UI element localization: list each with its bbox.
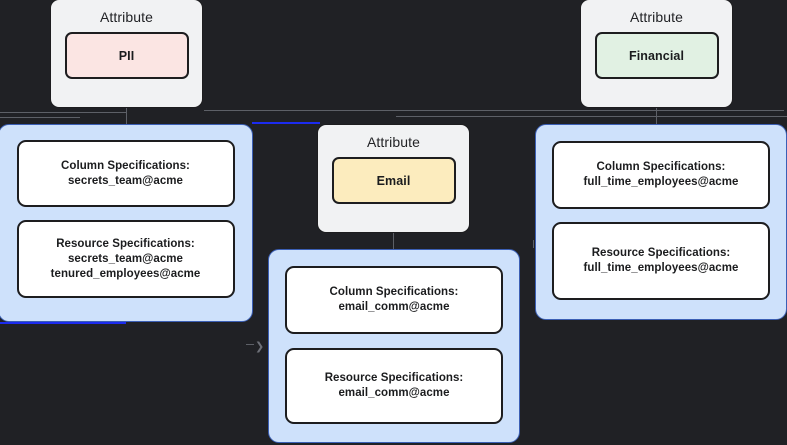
attribute-group-title: Attribute <box>99 9 154 25</box>
spec-panel-pii[interactable]: Column Specifications: secrets_team@acme… <box>0 124 253 322</box>
attribute-chip-email[interactable]: Email <box>331 157 456 204</box>
spec-panel-financial[interactable]: Column Specifications: full_time_employe… <box>535 124 787 320</box>
card-value: secrets_team@acme <box>67 174 183 187</box>
edge-top-rail-mid <box>204 110 784 111</box>
card-value: full_time_employees@acme <box>583 176 739 188</box>
card-heading: Column Specifications: <box>61 159 190 172</box>
card-value: full_time_employees@acme <box>583 262 739 274</box>
card-resource-specifications-email[interactable]: Resource Specifications: email_comm@acme <box>285 348 503 424</box>
card-heading: Resource Specifications: <box>324 372 464 384</box>
card-column-specifications-email[interactable]: Column Specifications: email_comm@acme <box>285 266 503 334</box>
card-column-specifications-financial[interactable]: Column Specifications: full_time_employe… <box>552 141 770 209</box>
highlighted-edge-bottom <box>0 322 126 324</box>
card-resource-specifications-pii[interactable]: Resource Specifications: secrets_team@ac… <box>16 220 235 298</box>
attribute-chip-label: PII <box>118 48 135 63</box>
edge-left-rail-lower <box>0 117 80 118</box>
edge-email-to-specs <box>393 232 394 249</box>
card-heading: Column Specifications: <box>329 286 459 298</box>
card-column-specifications-pii[interactable]: Column Specifications: secrets_team@acme <box>16 140 235 207</box>
card-value: tenured_employees@acme <box>50 267 201 280</box>
card-value: email_comm@acme <box>338 301 450 313</box>
edge-pii-to-specs <box>126 108 127 124</box>
card-heading: Resource Specifications: <box>591 247 731 259</box>
attribute-chip-pii[interactable]: PII <box>64 32 189 79</box>
attribute-chip-label: Email <box>376 173 411 188</box>
edge-left-rail-top <box>0 112 127 113</box>
card-resource-specifications-financial[interactable]: Resource Specifications: full_time_emplo… <box>552 222 770 300</box>
card-value: secrets_team@acme <box>67 252 183 265</box>
attribute-group-pii[interactable]: Attribute PII <box>50 0 203 108</box>
attribute-group-title: Attribute <box>366 134 421 150</box>
attribute-group-email[interactable]: Attribute Email <box>317 124 470 233</box>
edge-right-rail <box>396 116 787 117</box>
spec-panel-email[interactable]: Column Specifications: email_comm@acme R… <box>268 249 520 443</box>
card-heading: Column Specifications: <box>596 161 726 173</box>
edge-right-panel-side <box>533 240 534 248</box>
attribute-group-financial[interactable]: Attribute Financial <box>580 0 733 108</box>
edge-mid-left-stub <box>246 344 254 345</box>
card-value: email_comm@acme <box>338 387 450 399</box>
attribute-group-title: Attribute <box>629 9 684 25</box>
collapse-chevron-icon[interactable]: ❯ <box>255 340 265 353</box>
attribute-chip-financial[interactable]: Financial <box>594 32 719 79</box>
attribute-chip-label: Financial <box>628 48 685 63</box>
highlighted-edge-top <box>252 122 320 124</box>
card-heading: Resource Specifications: <box>56 237 195 250</box>
